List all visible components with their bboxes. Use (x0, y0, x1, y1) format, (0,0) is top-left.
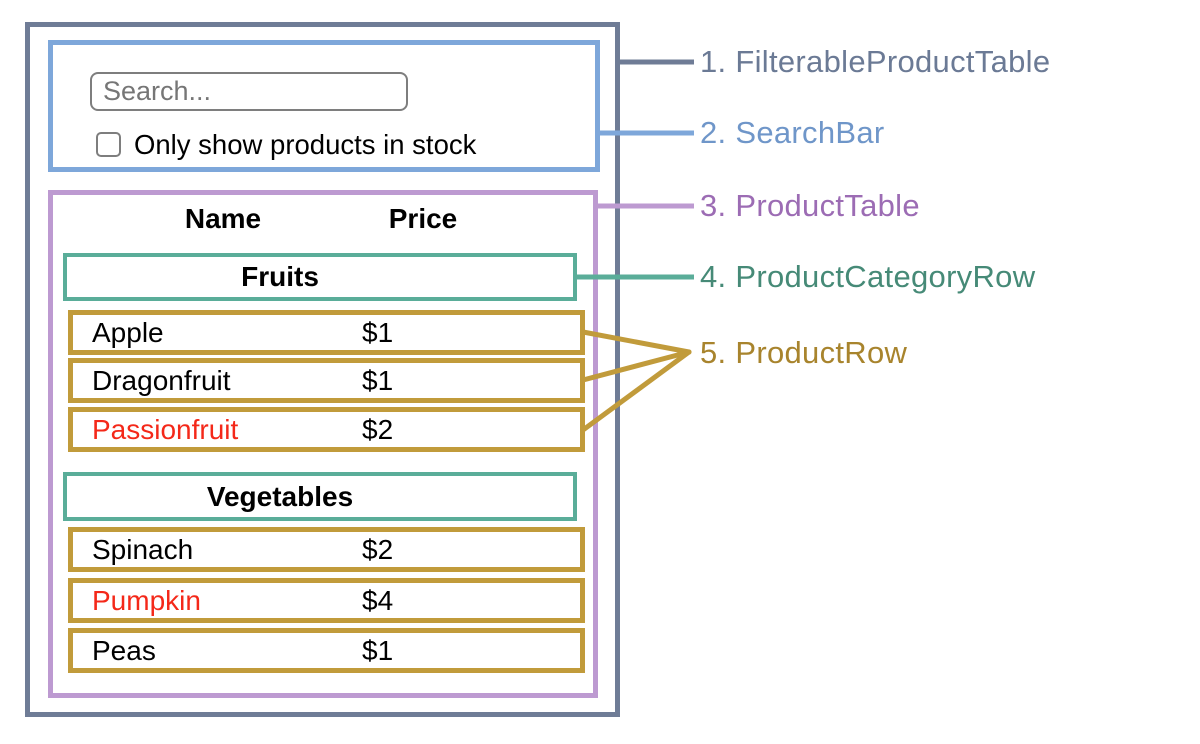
legend-filterable-product-table: 1. FilterableProductTable (700, 44, 1051, 79)
product-price: $4 (362, 584, 394, 616)
product-price: $1 (362, 364, 394, 396)
product-price: $1 (362, 634, 394, 666)
product-row: Apple $1 (68, 310, 585, 355)
in-stock-checkbox[interactable] (96, 132, 121, 157)
legend-product-row: 5. ProductRow (700, 335, 908, 370)
legend-product-category-row: 4. ProductCategoryRow (700, 259, 1036, 294)
search-input[interactable] (90, 72, 408, 111)
product-name: Passionfruit (92, 413, 239, 445)
column-header-price: Price (388, 203, 458, 234)
product-row: Spinach $2 (68, 527, 585, 572)
product-name: Apple (92, 316, 164, 348)
legend-search-bar: 2. SearchBar (700, 115, 885, 150)
product-category-row: Fruits (63, 253, 577, 301)
product-row: Dragonfruit $1 (68, 358, 585, 403)
in-stock-checkbox-label: Only show products in stock (134, 129, 477, 160)
column-header-name: Name (184, 203, 262, 234)
product-row: Peas $1 (68, 628, 585, 673)
product-name: Peas (92, 634, 156, 666)
product-price: $2 (362, 533, 394, 565)
product-name: Spinach (92, 533, 194, 565)
product-price: $1 (362, 316, 394, 348)
product-category-row: Vegetables (63, 472, 577, 521)
product-price: $2 (362, 413, 394, 445)
product-row: Pumpkin $4 (68, 578, 585, 623)
product-name: Dragonfruit (92, 364, 231, 396)
product-row: Passionfruit $2 (68, 407, 585, 452)
category-label: Vegetables (206, 480, 354, 512)
legend-product-table: 3. ProductTable (700, 188, 920, 223)
category-label: Fruits (241, 261, 319, 292)
product-name: Pumpkin (92, 584, 201, 616)
